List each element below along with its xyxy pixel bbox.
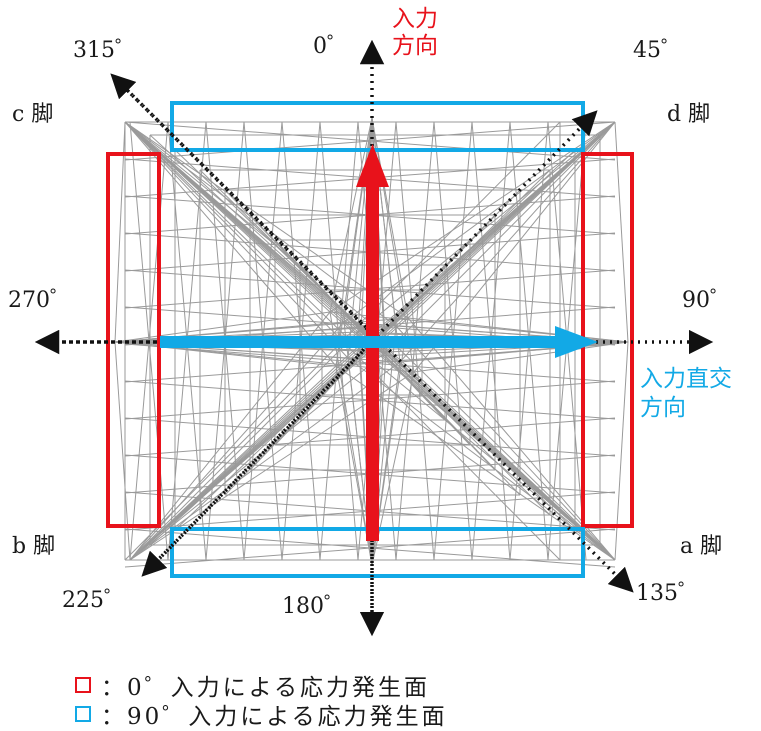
- input-direction-label: 入力 方向: [392, 6, 438, 60]
- leg-d-label: d 脚: [667, 102, 711, 127]
- blue-arrow-shaft: [160, 336, 560, 348]
- angle-180-label: 180゜: [282, 594, 346, 619]
- red-arrow-shaft: [366, 183, 379, 541]
- angle-135-label: 135゜: [636, 581, 700, 606]
- legend-item-blue: ：90゜入力による応力発生面: [75, 697, 448, 731]
- legend-blue-text: ：90゜入力による応力発生面: [101, 704, 448, 730]
- blue-square-icon: [75, 706, 91, 722]
- legend-red-text: ：0゜入力による応力発生面: [101, 675, 430, 701]
- orthogonal-direction-line1: 入力直交: [640, 366, 732, 392]
- angle-315-label: 315゜: [73, 38, 137, 63]
- angle-225-label: 225゜: [62, 588, 126, 613]
- legend-item-red: ：0゜入力による応力発生面: [75, 668, 430, 702]
- orthogonal-direction-line2: 方向: [640, 395, 686, 421]
- red-plane-left: [106, 152, 161, 528]
- blue-arrow-head: [555, 326, 598, 358]
- angle-90-label: 90゜: [682, 288, 732, 313]
- angle-0-label: 0゜: [313, 34, 349, 59]
- blue-plane-top: [170, 101, 585, 152]
- leg-a-label: a 脚: [680, 534, 723, 559]
- input-direction-line1: 入力: [392, 6, 438, 32]
- red-square-icon: [75, 677, 91, 693]
- leg-b-label: b 脚: [12, 534, 56, 559]
- angle-270-label: 270゜: [8, 288, 72, 313]
- leg-c-label: c 脚: [12, 102, 54, 127]
- orthogonal-direction-label: 入力直交 方向: [640, 365, 732, 423]
- input-direction-line2: 方向: [392, 33, 438, 59]
- angle-45-label: 45゜: [633, 38, 683, 63]
- red-arrow-head: [356, 144, 389, 187]
